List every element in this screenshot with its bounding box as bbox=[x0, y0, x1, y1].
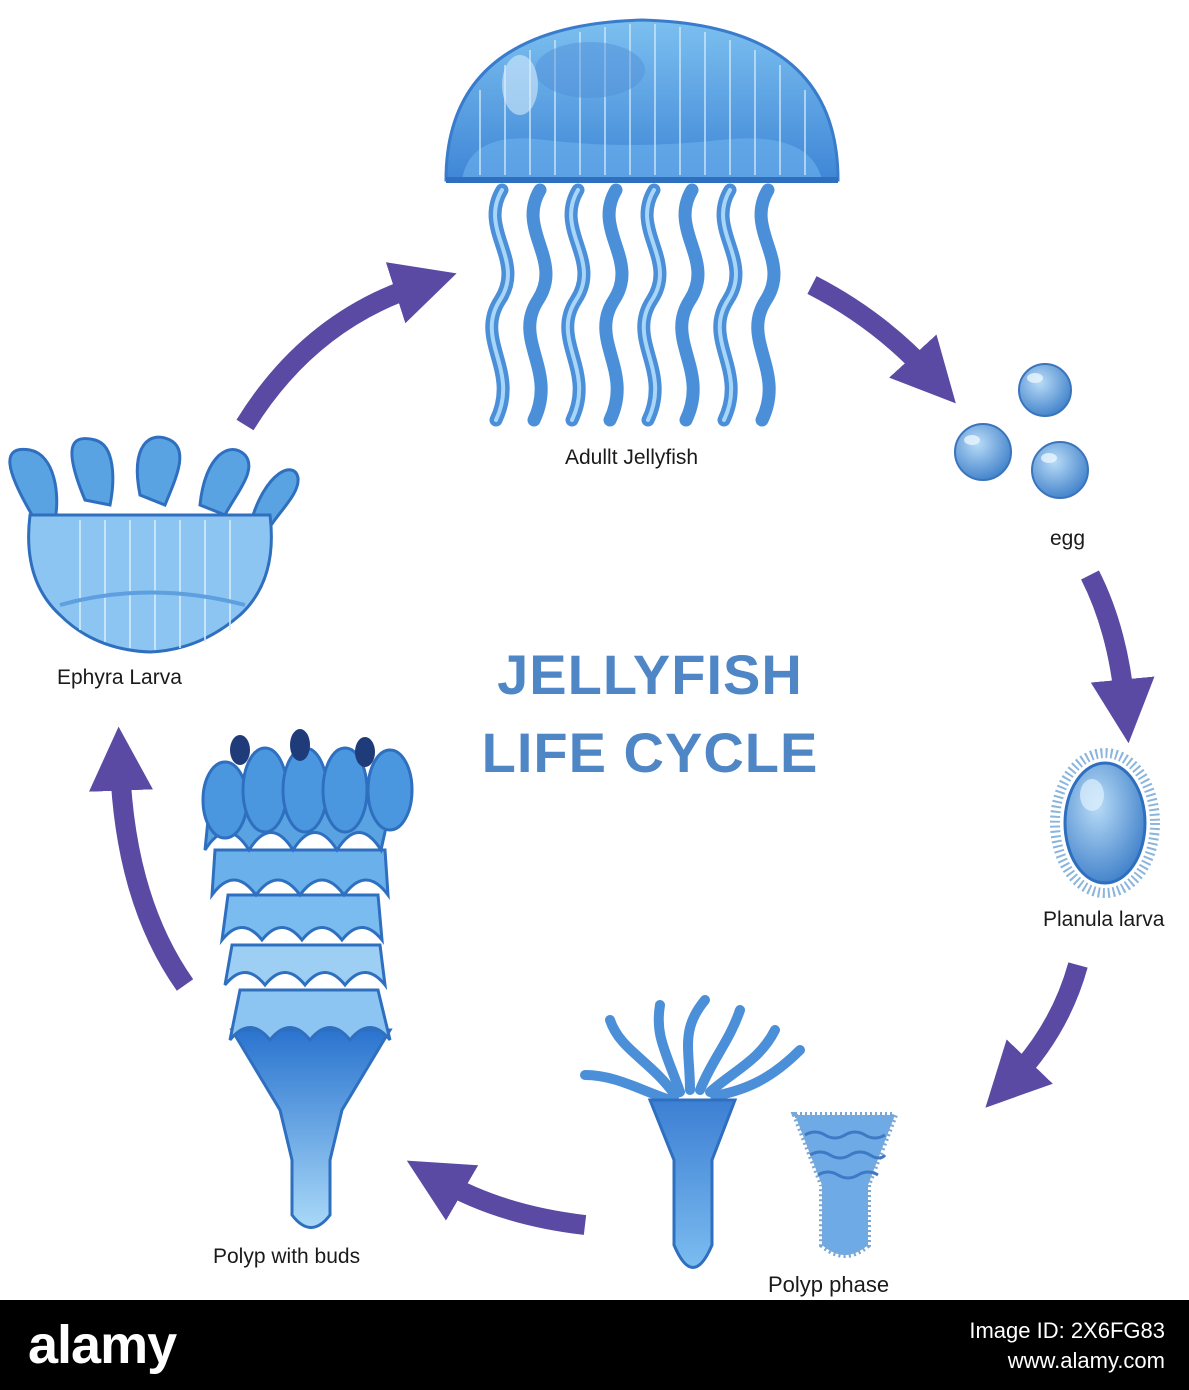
arrow-planula-to-polyp bbox=[985, 962, 1088, 1108]
egg-illustration bbox=[954, 363, 1089, 499]
diagram-title-line-2: LIFE CYCLE bbox=[481, 721, 819, 784]
label-polyp-with-buds: Polyp with buds bbox=[213, 1245, 361, 1268]
label-egg: egg bbox=[1050, 527, 1086, 550]
arrow-egg-to-planula bbox=[1081, 570, 1155, 744]
site-url-text: www.alamy.com bbox=[1007, 1348, 1165, 1373]
label-polyp-phase: Polyp phase bbox=[768, 1272, 890, 1297]
ephyra-larva-illustration bbox=[8, 435, 300, 654]
label-planula-larva: Planula larva bbox=[1043, 908, 1165, 931]
polyp-with-buds-illustration bbox=[201, 729, 414, 1229]
arrow-buds-to-ephyra bbox=[88, 726, 194, 991]
image-id-text: Image ID: 2X6FG83 bbox=[969, 1318, 1165, 1343]
cycle-arrows bbox=[88, 262, 1155, 1235]
arrow-ephyra-to-adult bbox=[236, 262, 457, 431]
footer-image-info: Image ID: 2X6FG83 www.alamy.com bbox=[969, 1316, 1165, 1376]
alamy-wordmark: alamy bbox=[28, 1315, 177, 1375]
adult-jellyfish-illustration bbox=[444, 18, 840, 427]
arrow-polyp-to-buds bbox=[406, 1160, 587, 1235]
stock-footer-bar: alamy Image ID: 2X6FG83 www.alamy.com bbox=[0, 1300, 1189, 1390]
label-adult-jellyfish: Adullt Jellyfish bbox=[565, 446, 699, 469]
arrow-adult-to-egg bbox=[807, 276, 956, 404]
diagram-artwork bbox=[8, 18, 1160, 1269]
diagram-title-line-1: JELLYFISH bbox=[497, 643, 803, 706]
label-ephyra-larva: Ephyra Larva bbox=[57, 666, 182, 689]
polyp-phase-illustration bbox=[580, 995, 900, 1269]
planula-larva-illustration bbox=[1050, 748, 1160, 898]
